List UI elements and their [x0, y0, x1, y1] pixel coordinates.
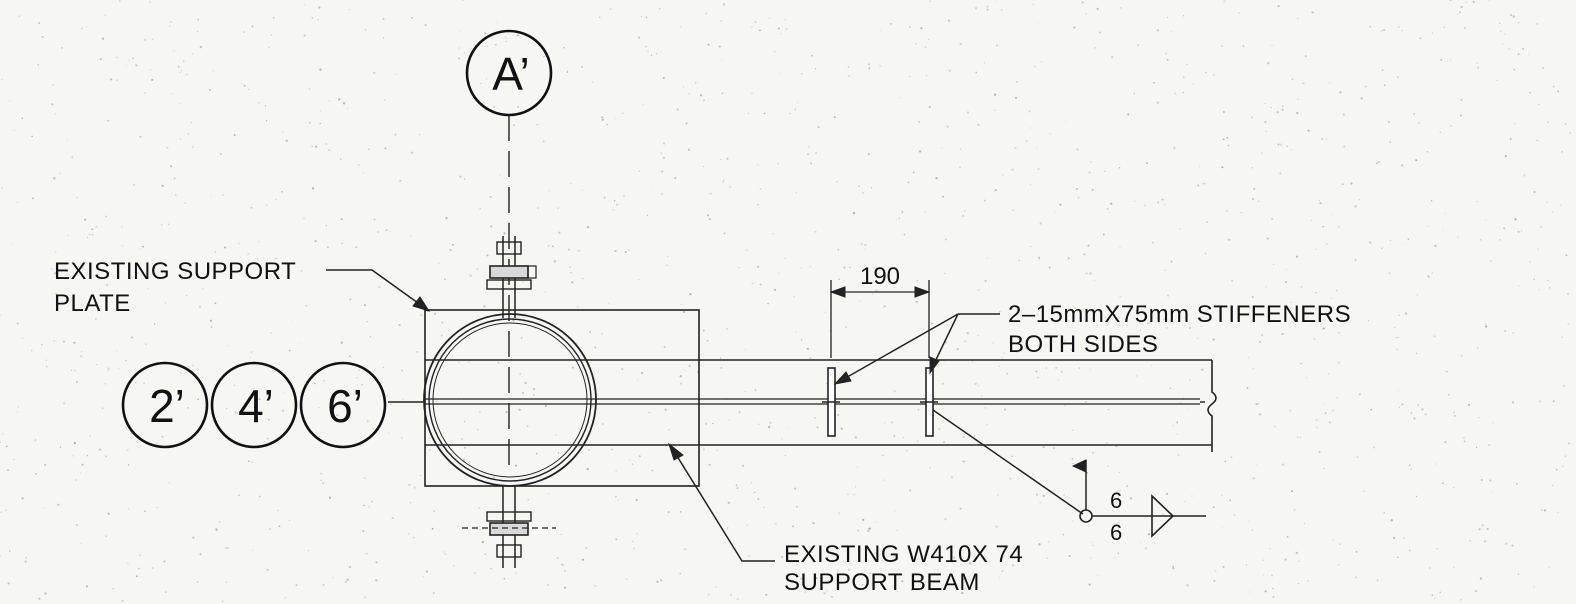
grid-bubble-2-label: 2’ [149, 380, 185, 432]
top-hanger-rod [486, 236, 537, 318]
grid-bubble-a: A’ [465, 29, 553, 117]
existing-support-plate [424, 309, 700, 487]
weld-size-top: 6 [1110, 488, 1122, 513]
support-plate-label-line1: EXISTING SUPPORT [54, 258, 296, 285]
stiffeners-label-line1: 2–15mmX75mm STIFFENERS [1008, 301, 1351, 328]
grid-bubble-6-label: 6’ [327, 380, 363, 432]
stiffeners-label-line2: BOTH SIDES [1008, 331, 1158, 358]
support-beam [425, 359, 1217, 452]
bottom-hanger-rod [462, 486, 556, 568]
grid-bubble-2: 2’ [121, 361, 209, 449]
grid-bubble-a-label: A’ [492, 48, 530, 100]
stiffeners-leader [833, 313, 1000, 385]
support-beam-label-line2: SUPPORT BEAM [784, 569, 980, 596]
pipe-circle [423, 313, 597, 487]
dimension-190 [829, 280, 931, 358]
grid-bubble-4: 4’ [210, 361, 298, 449]
weld-size-bottom: 6 [1110, 520, 1122, 545]
grid-bubble-4-label: 4’ [238, 380, 274, 432]
weld-symbol [932, 409, 1206, 538]
support-plate-leader [326, 269, 431, 312]
support-plate-label-line2: PLATE [54, 290, 131, 317]
dimension-190-label: 190 [860, 263, 900, 290]
support-beam-leader [668, 442, 775, 562]
stiffener-right [920, 367, 938, 437]
support-beam-label-line1: EXISTING W410X 74 [784, 541, 1023, 568]
stiffener-left [822, 367, 840, 437]
grid-bubble-6: 6’ [299, 361, 387, 449]
